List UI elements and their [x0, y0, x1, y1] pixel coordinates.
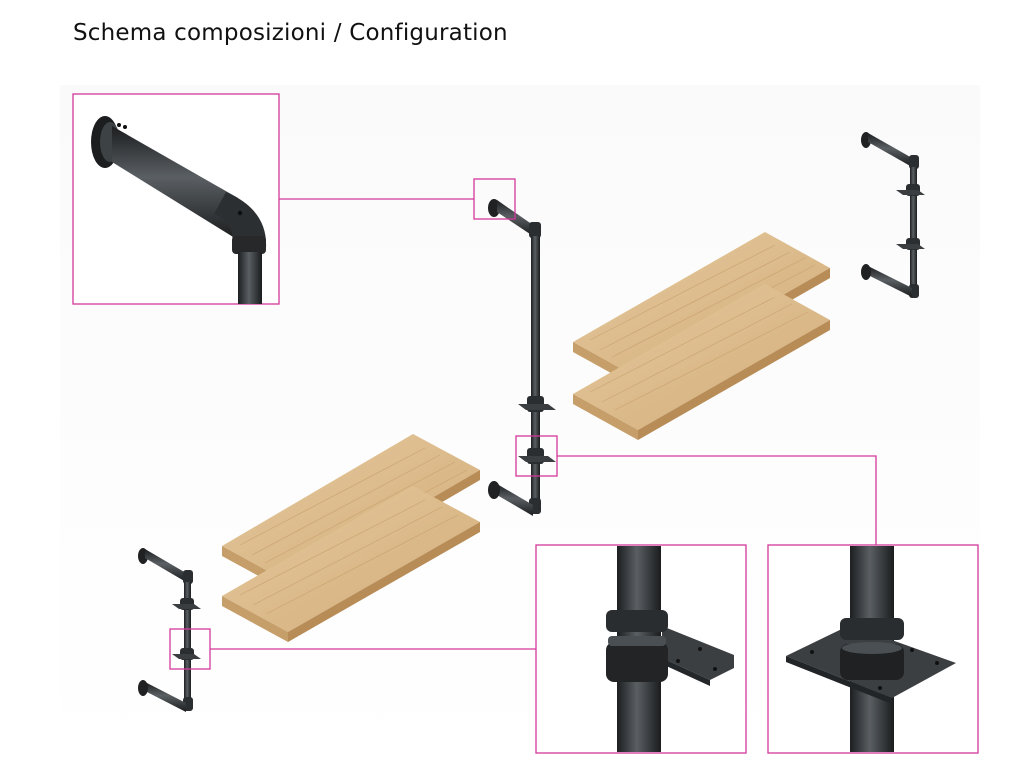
highlight-clamp-center — [515, 435, 558, 477]
shelf-board-left-lower — [222, 486, 480, 642]
highlight-boxes — [169, 178, 558, 670]
detail-shelf-clamp-plate — [767, 544, 979, 754]
wall-bracket-center — [488, 199, 556, 516]
wall-bracket-right — [861, 132, 925, 298]
detail-elbow-flange — [72, 93, 280, 305]
leader-clamp-center — [557, 455, 877, 545]
callout-leaders — [210, 198, 877, 650]
wall-bracket-left — [138, 548, 201, 712]
highlight-clamp-left — [169, 628, 211, 670]
page-title: Schema composizioni / Configuration — [73, 20, 508, 46]
highlight-elbow — [473, 178, 516, 220]
detail-shelf-clamp-front — [535, 544, 747, 754]
shelf-board-right-lower — [573, 284, 830, 440]
